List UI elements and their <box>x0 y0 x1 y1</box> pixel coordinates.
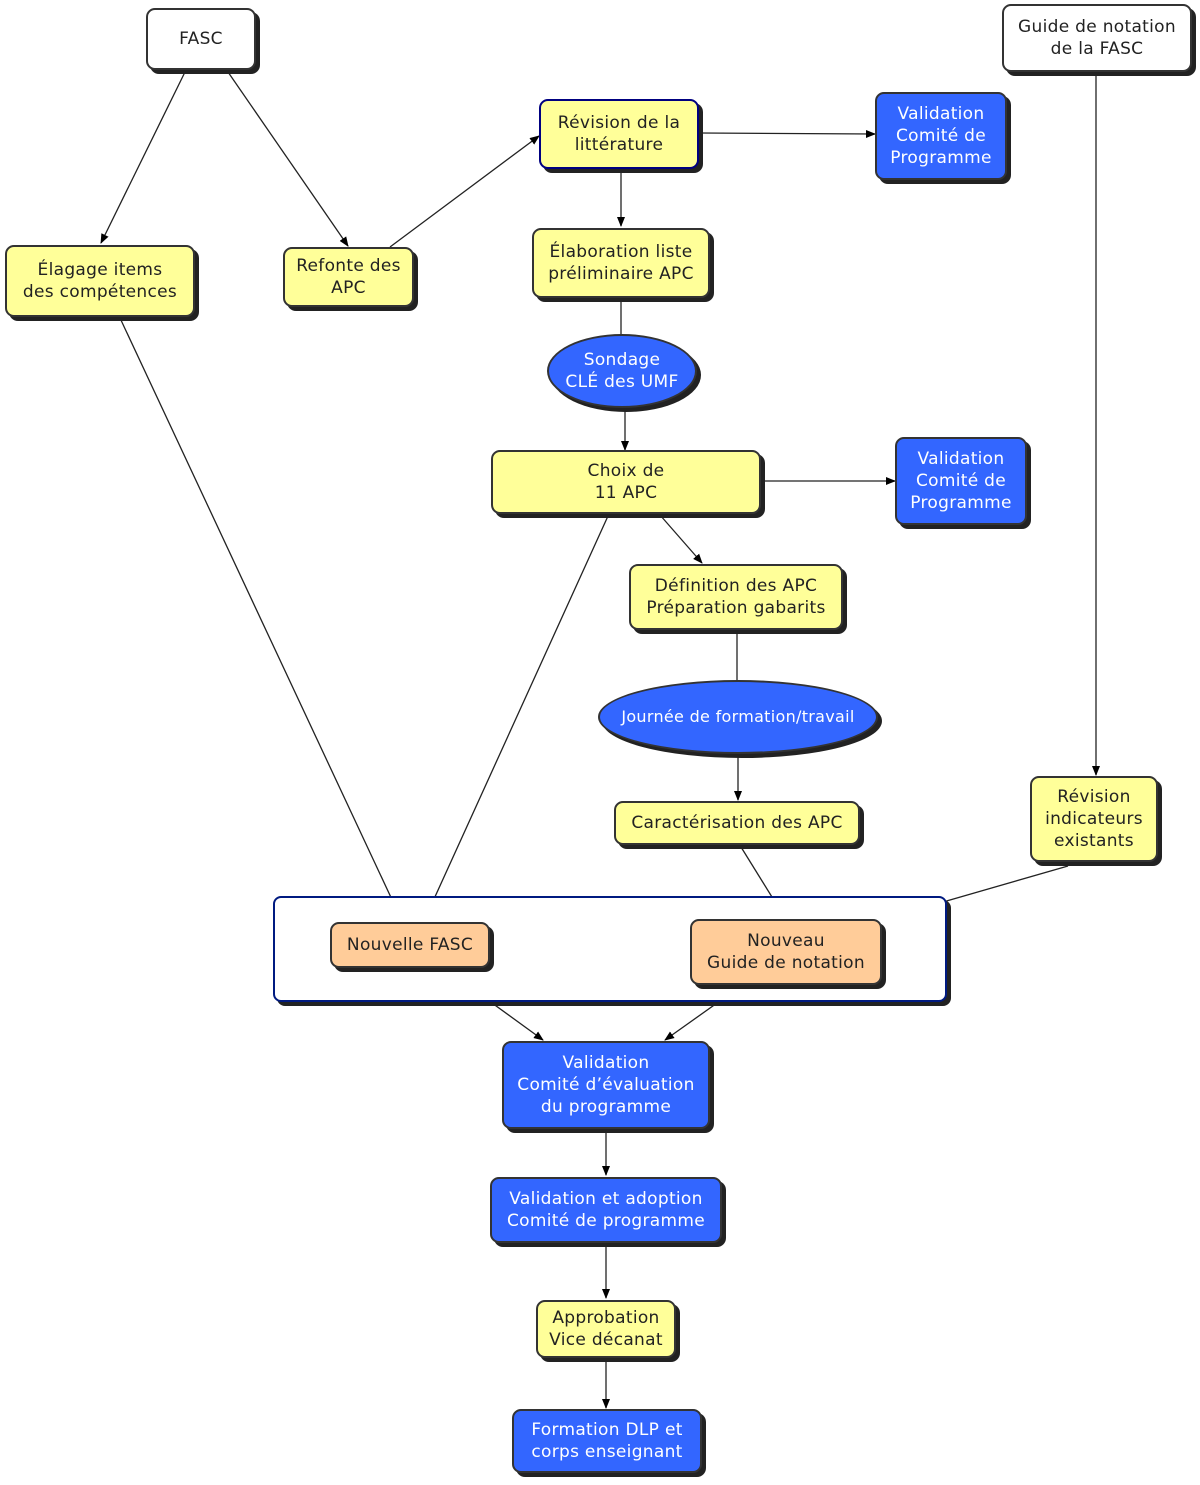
definition-apc-node: Définition des APC Préparation gabarits <box>629 564 843 630</box>
guide-notation-fasc-label: Guide de notation de la FASC <box>1018 17 1176 59</box>
edge-fasc-refonte <box>227 71 349 247</box>
caracterisation-apc-label: Caractérisation des APC <box>631 813 843 833</box>
nouveau-guide-label: Nouveau Guide de notation <box>707 931 865 973</box>
elaboration-liste-label: Élaboration liste préliminaire APC <box>548 242 694 284</box>
edge-refonte-revision <box>389 135 540 248</box>
elagage-items-node: Élagage items des compétences <box>5 245 195 317</box>
sondage-cle-node: Sondage CLÉ des UMF <box>547 334 697 408</box>
formation-dlp-node: Formation DLP et corps enseignant <box>512 1409 702 1473</box>
guide-notation-fasc-node: Guide de notation de la FASC <box>1002 4 1192 72</box>
refonte-apc-node: Refonte des APC <box>283 247 414 307</box>
nouvelle-fasc-label: Nouvelle FASC <box>346 935 474 955</box>
choix-apc-label: Choix de 11 APC <box>587 461 665 503</box>
elaboration-liste-node: Élaboration liste préliminaire APC <box>532 228 710 298</box>
edge-choix-definition <box>659 514 703 564</box>
revision-litterature-node: Révision de la littérature <box>539 99 699 169</box>
definition-apc-label: Définition des APC Préparation gabarits <box>646 576 826 618</box>
refonte-apc-label: Refonte des APC <box>296 256 401 298</box>
nouveau-guide-node: Nouveau Guide de notation <box>690 919 882 985</box>
edge-revision-validation1 <box>699 129 876 138</box>
validation-adoption-label: Validation et adoption Comité de program… <box>506 1189 706 1231</box>
nouvelle-fasc-node: Nouvelle FASC <box>330 922 490 968</box>
approbation-label: Approbation Vice décanat <box>549 1308 663 1350</box>
journee-formation-node: Journée de formation/travail <box>598 680 878 754</box>
revision-litterature-label: Révision de la littérature <box>557 113 681 155</box>
validation-comite-1-node: Validation Comité de Programme <box>875 92 1007 180</box>
caracterisation-apc-node: Caractérisation des APC <box>614 801 860 845</box>
edge-fasc-elagage <box>100 71 186 244</box>
approbation-node: Approbation Vice décanat <box>536 1300 676 1358</box>
journee-formation-label: Journée de formation/travail <box>621 707 855 726</box>
elagage-items-label: Élagage items des compétences <box>22 260 178 302</box>
revision-indicateurs-node: Révision indicateurs existants <box>1030 776 1158 862</box>
validation-evaluation-node: Validation Comité d’évaluation du progra… <box>502 1041 710 1129</box>
formation-dlp-label: Formation DLP et corps enseignant <box>531 1420 683 1462</box>
fasc-node: FASC <box>146 8 256 70</box>
validation-adoption-node: Validation et adoption Comité de program… <box>490 1177 722 1243</box>
fasc-label: FASC <box>179 29 223 49</box>
sondage-cle-label: Sondage CLÉ des UMF <box>565 350 679 392</box>
choix-apc-node: Choix de 11 APC <box>491 450 761 514</box>
edge-elagage-nouvelle-fasc <box>119 317 403 922</box>
revision-indicateurs-label: Révision indicateurs existants <box>1045 787 1143 851</box>
validation-comite-1-label: Validation Comité de Programme <box>890 104 992 168</box>
validation-comite-2-node: Validation Comité de Programme <box>895 437 1027 525</box>
edge-choix-nouvelle-fasc <box>423 515 609 922</box>
validation-comite-2-label: Validation Comité de Programme <box>910 449 1012 513</box>
validation-evaluation-label: Validation Comité d’évaluation du progra… <box>517 1053 695 1117</box>
